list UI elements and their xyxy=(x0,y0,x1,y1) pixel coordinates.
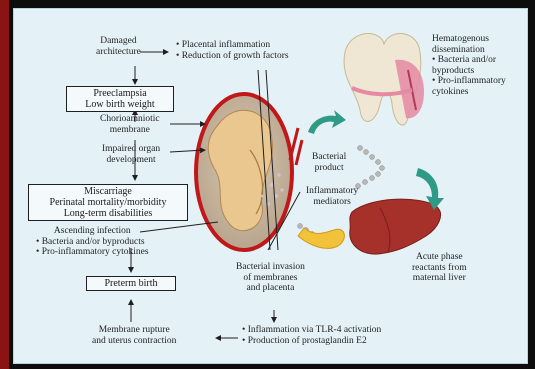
box-preeclampsia: Preeclampsia Low birth weight xyxy=(66,86,174,112)
inflammatory-mediators-shape xyxy=(298,228,344,248)
label-bacterial-invasion: Bacterial invasion of membranes and plac… xyxy=(236,262,305,294)
liver-illustration xyxy=(350,199,441,254)
label-placental-effects: • Placental inflammation • Reduction of … xyxy=(176,40,289,61)
label-tlr4-prostaglandin: • Inflammation via TLR-4 activation • Pr… xyxy=(242,325,381,346)
label-ascending-infection: Ascending infection • Bacteria and/or by… xyxy=(36,226,149,258)
label-damaged-architecture: Damaged architecture xyxy=(96,36,141,57)
box-miscarriage: Miscarriage Perinatal mortality/morbidit… xyxy=(28,184,188,221)
uterus-illustration xyxy=(196,94,292,250)
label-chorioamniotic-membrane: Chorioamniotic membrane xyxy=(100,114,160,135)
label-bacterial-product: Bacterial product xyxy=(312,152,346,173)
label-impaired-organ: Impaired organ development xyxy=(102,144,160,165)
label-inflammatory-mediators: Inflammatory mediators xyxy=(306,186,358,207)
tooth-illustration xyxy=(344,34,424,126)
label-hematogenous-dissemination: Hematogenous dissemination • Bacteria an… xyxy=(432,34,506,97)
label-acute-phase-reactants: Acute phase reactants from maternal live… xyxy=(412,252,467,284)
box-preterm-birth: Preterm birth xyxy=(86,276,176,291)
label-membrane-rupture: Membrane rupture and uterus contraction xyxy=(92,325,176,346)
